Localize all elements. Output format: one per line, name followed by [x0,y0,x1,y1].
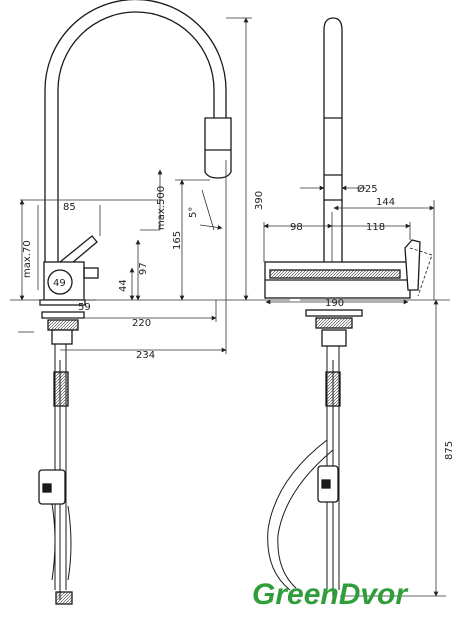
dim-max-70: max.70 [22,240,33,278]
dim-98: 98 [290,222,303,233]
greendvor-logo: GreenDvor [252,578,409,611]
front-spout [323,17,343,201]
dim-max-500: max.500 [156,186,167,230]
front-dimension-labels: Ø25 144 98 118 190 875 [290,183,455,460]
front-view [264,17,433,600]
front-base-plate [305,309,363,317]
dim-118: 118 [366,222,385,233]
front-lever [404,239,421,291]
dim-85: 85 [63,202,76,213]
side-dimension-lines [10,17,290,354]
dim-144: 144 [376,197,395,208]
front-loop-hose [267,439,328,591]
pullout-head [204,117,232,179]
dim-390: 390 [254,191,265,210]
dim-220: 220 [132,318,151,329]
dim-59: 59 [78,302,91,313]
dim-49: 49 [53,278,66,289]
side-dimension-labels: 85 390 max.500 165 5° max.70 97 44 49 59… [22,186,265,361]
front-dimension-lines [263,185,450,597]
dim-diameter-25: Ø25 [357,183,378,195]
dim-5-degree: 5° [188,207,199,218]
dim-44: 44 [118,279,129,292]
dim-234: 234 [136,350,155,361]
dim-97: 97 [138,262,149,275]
dim-190: 190 [325,298,344,309]
dim-165: 165 [172,231,183,250]
side-view [38,0,232,605]
spout-outline [44,0,227,290]
dim-875: 875 [444,441,455,460]
base-circle [47,269,73,295]
